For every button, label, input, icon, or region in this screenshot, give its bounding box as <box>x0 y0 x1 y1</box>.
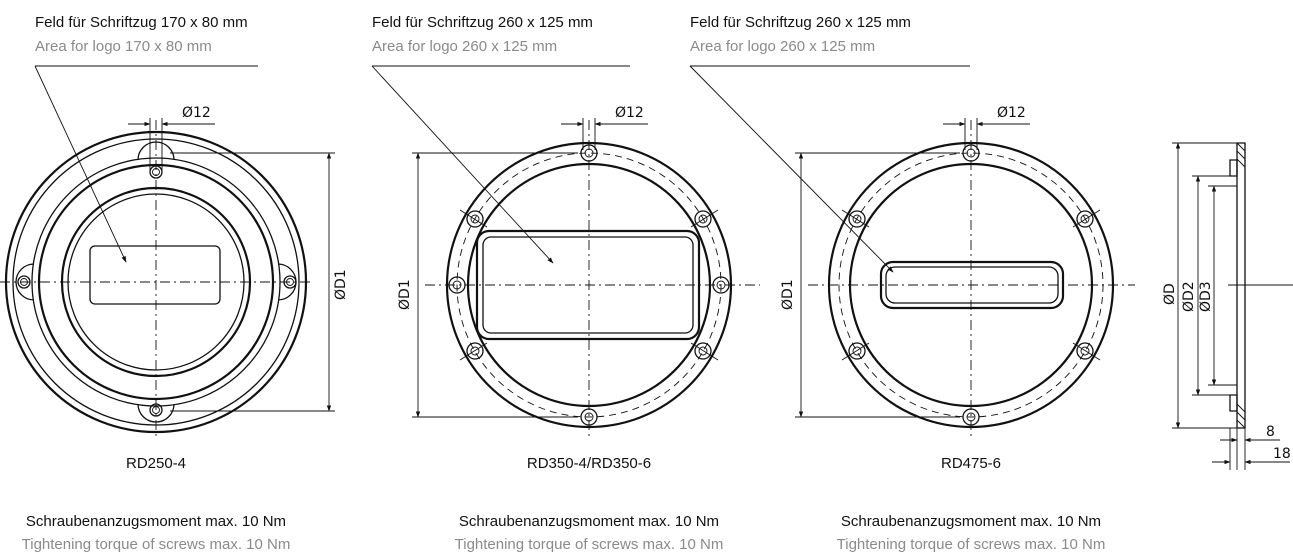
flange-inner-ring <box>31 157 281 407</box>
bolt-hole <box>848 342 866 360</box>
model-name: RD350-4/RD350-6 <box>527 455 651 472</box>
flange-ring <box>12 138 300 426</box>
bolt-hole <box>694 210 712 228</box>
leader-line <box>371 65 554 264</box>
flange-outer-circle <box>4 130 308 434</box>
bolt-hole <box>962 408 980 426</box>
flange-inner-ring <box>37 163 275 401</box>
glass-inner-circle <box>67 193 245 371</box>
logo-area-inner-rect <box>885 266 1059 304</box>
torque-note-de: Schraubenanzugsmoment max. 10 Nm <box>459 513 719 530</box>
bolt-hole <box>1076 342 1094 360</box>
bolt-hole <box>149 403 163 417</box>
hole-diameter-dim: Ø12 <box>997 105 1026 121</box>
bolt-hole <box>466 210 484 228</box>
logo-area-rect <box>89 245 221 305</box>
bolt-circle <box>456 152 722 418</box>
logo-area-rect <box>475 229 701 341</box>
drawing-rd250: Feld für Schriftzug 170 x 80 mm Area for… <box>0 14 349 553</box>
torque-note-de: Schraubenanzugsmoment max. 10 Nm <box>841 513 1101 530</box>
leader-line <box>34 65 127 263</box>
bolt-hole <box>580 144 598 162</box>
inner-diameter-d2-dim: ØD2 <box>1181 281 1197 312</box>
mounting-ear <box>15 263 35 301</box>
bolt-circle <box>838 152 1104 418</box>
drawing-rd350: Feld für Schriftzug 260 x 125 mm Area fo… <box>371 14 760 553</box>
logo-area-label-de: Feld für Schriftzug 260 x 125 mm <box>372 14 593 31</box>
logo-area-rect <box>879 260 1065 310</box>
thickness-dim: 8 <box>1266 424 1275 440</box>
logo-area-label-de: Feld für Schriftzug 260 x 125 mm <box>690 14 911 31</box>
torque-note-en: Tightening torque of screws max. 10 Nm <box>837 536 1106 553</box>
bolt-centerline-ticks <box>841 209 1101 361</box>
model-name: RD250-4 <box>126 455 186 472</box>
bolt-hole <box>448 276 466 294</box>
flange-inner-ring <box>466 162 712 408</box>
inner-diameter-d3-dim: ØD3 <box>1198 281 1214 312</box>
bolt-hole <box>962 144 980 162</box>
torque-note-en: Tightening torque of screws max. 10 Nm <box>455 536 724 553</box>
leader-line <box>689 65 894 273</box>
flange-diameter-dim: ØD1 <box>397 279 413 310</box>
outer-diameter-dim: ØD <box>1162 283 1178 305</box>
model-name: RD475-6 <box>941 455 1001 472</box>
glass-circle <box>60 186 252 378</box>
logo-area-label-en: Area for logo 260 x 125 mm <box>690 38 875 55</box>
section-hatch <box>1236 142 1246 429</box>
bolt-hole <box>848 210 866 228</box>
bolt-hole <box>580 408 598 426</box>
hole-diameter-dim: Ø12 <box>182 105 211 121</box>
bolt-hole <box>466 342 484 360</box>
flange-outer-circle <box>827 141 1115 429</box>
logo-area-label-en: Area for logo 260 x 125 mm <box>372 38 557 55</box>
drawing-rd475: Feld für Schriftzug 260 x 125 mm Area fo… <box>689 14 1135 553</box>
depth-dim: 18 <box>1273 446 1291 462</box>
side-section-view: ØD ØD2 ØD3 8 18 <box>1162 142 1293 470</box>
flange-diameter-dim: ØD1 <box>780 279 796 310</box>
bolt-hole <box>694 342 712 360</box>
bolt-hole <box>149 165 163 179</box>
torque-note-de: Schraubenanzugsmoment max. 10 Nm <box>26 513 286 530</box>
bolt-hole <box>283 275 297 289</box>
hole-diameter-dim: Ø12 <box>615 105 644 121</box>
bolt-hole <box>1076 210 1094 228</box>
bolt-hole <box>17 275 31 289</box>
flange-step <box>1229 394 1238 412</box>
logo-area-label-en: Area for logo 170 x 80 mm <box>35 38 212 55</box>
flange-profile <box>1236 142 1246 429</box>
flange-diameter-dim: ØD1 <box>333 269 349 300</box>
torque-note-en: Tightening torque of screws max. 10 Nm <box>22 536 291 553</box>
bolt-centerline-ticks <box>459 209 719 361</box>
logo-area-label-de: Feld für Schriftzug 170 x 80 mm <box>35 14 248 31</box>
flange-step <box>1229 159 1238 177</box>
flange-inner-ring <box>848 162 1094 408</box>
flange-outer-circle <box>445 141 733 429</box>
bolt-hole <box>712 276 730 294</box>
logo-area-inner-rect <box>482 236 694 334</box>
